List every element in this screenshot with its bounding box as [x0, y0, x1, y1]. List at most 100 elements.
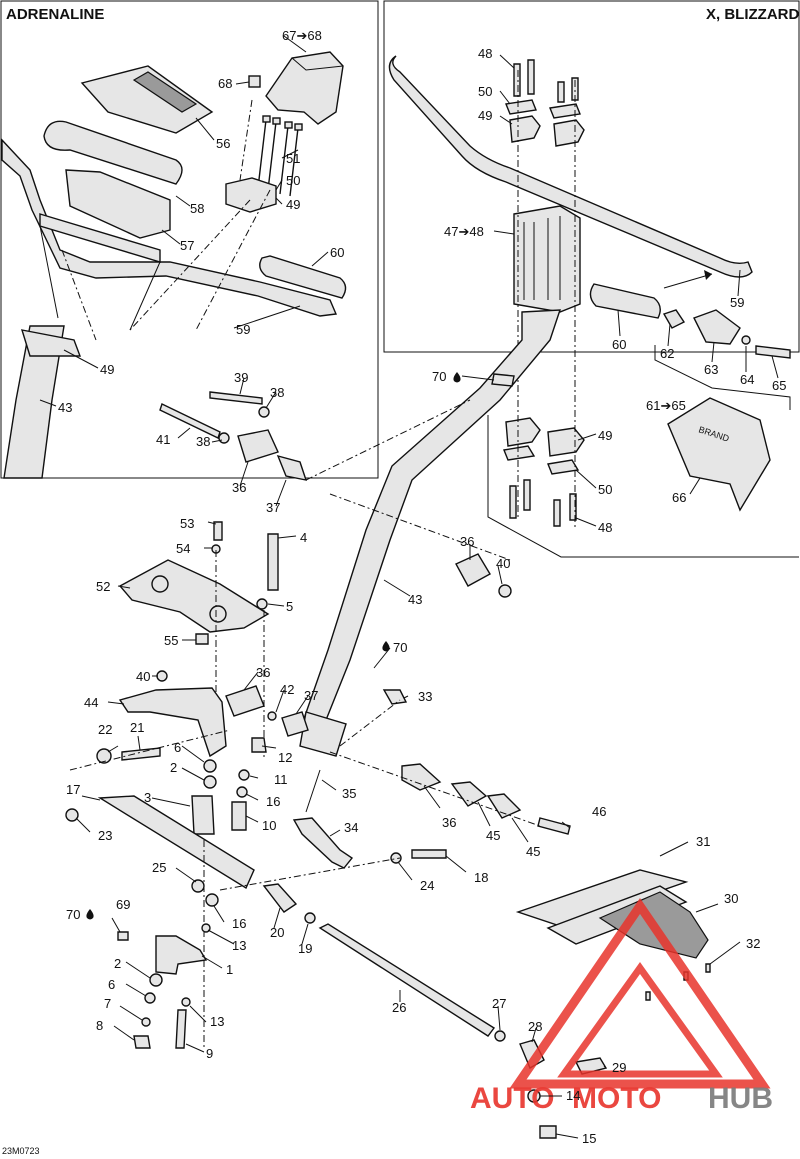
callout-67-68: 67➔68 [282, 28, 322, 43]
callout-36-c: 36 [256, 665, 270, 680]
callout-8: 8 [96, 1018, 103, 1033]
callout-21: 21 [130, 720, 144, 735]
figure-code: 23M0723 [2, 1146, 40, 1156]
callout-60-right: 60 [612, 337, 626, 352]
bolt-39 [209, 391, 263, 405]
column-collar-70 [491, 373, 515, 387]
bushing-2b [149, 973, 163, 987]
callout-48-top: 48 [478, 46, 492, 61]
bolt-21 [121, 747, 161, 761]
callout-9: 9 [206, 1046, 213, 1061]
callout-70-low: 70 [66, 907, 80, 922]
assembly-line-m8 [329, 751, 541, 827]
bracket-44 [118, 687, 227, 758]
washer-38b [218, 432, 230, 444]
spindle-1 [155, 935, 208, 975]
callout-51: 51 [286, 151, 300, 166]
pad-56-slot [132, 71, 198, 113]
assembly-line-m9 [219, 857, 401, 891]
handlebar-frame-down [39, 225, 161, 331]
washer-11 [238, 769, 250, 781]
plug-69 [117, 931, 129, 941]
callout-19: 19 [298, 941, 312, 956]
clamp-49-low-b [547, 427, 585, 457]
callout-45-b: 45 [526, 844, 540, 859]
link-45a [450, 781, 488, 807]
pad-56 [80, 65, 214, 134]
bolt-53 [213, 521, 223, 541]
watermark-text-auto: AUTO [470, 1082, 554, 1115]
washer-24 [390, 852, 402, 864]
callout-1: 1 [226, 962, 233, 977]
callout-3: 3 [144, 790, 151, 805]
oil-drop-icon-mid [382, 641, 390, 652]
assembly-line-m2 [329, 493, 511, 561]
bracket-52 [118, 559, 270, 633]
callout-53: 53 [180, 516, 194, 531]
nut-23 [65, 808, 79, 822]
callout-28: 28 [528, 1019, 542, 1034]
tierod-26 [318, 923, 496, 1037]
callout-23: 23 [98, 828, 112, 843]
callout-7: 7 [104, 996, 111, 1011]
assembly-line-l4 [61, 249, 97, 341]
bolt-9 [175, 1009, 187, 1049]
callout-16-b: 16 [232, 916, 246, 931]
cap-15 [539, 1125, 557, 1139]
riser-47-inner [523, 216, 561, 300]
callout-labels: 67➔68 68 56 51 50 49 58 57 60 59 49 43 4… [58, 28, 786, 1146]
bolt-46 [537, 817, 571, 835]
clip-32c [645, 991, 651, 1001]
handlebar-59-left [1, 138, 338, 317]
washer-7 [141, 1017, 151, 1027]
clamp-49-top-b [553, 119, 585, 147]
bar-pad-58 [43, 120, 183, 185]
callout-40-a: 40 [496, 556, 510, 571]
washer-38a [258, 406, 270, 418]
washer-16a [236, 786, 248, 798]
bushing-12 [251, 737, 267, 753]
clip-68 [248, 75, 261, 88]
callout-64: 64 [740, 372, 754, 387]
callout-43-left: 43 [58, 400, 72, 415]
washer-64 [741, 335, 751, 345]
washer-22 [96, 748, 112, 764]
steering-column-43 [299, 309, 561, 731]
callout-44: 44 [84, 695, 98, 710]
plug-62 [662, 309, 686, 329]
link-36d [401, 763, 442, 791]
bolt-4 [267, 533, 279, 591]
bolt-48-low-c [553, 499, 561, 527]
leader-lines [39, 35, 779, 1139]
callout-22: 22 [98, 722, 112, 737]
callout-70-low-group: 70 [66, 907, 94, 922]
callout-39: 39 [234, 370, 248, 385]
washer-6a [203, 759, 217, 773]
callout-65: 65 [772, 378, 786, 393]
callout-37-b: 37 [304, 688, 318, 703]
callout-68: 68 [218, 76, 232, 91]
callout-70-mid-group: 70 [382, 640, 407, 655]
callout-40-b: 40 [136, 669, 150, 684]
riser-49-left [20, 329, 82, 357]
right-panel-title: X, BLIZZARD [706, 6, 799, 23]
clamp-49-top-a [509, 115, 541, 143]
bushing-36b [455, 553, 491, 587]
callout-30: 30 [724, 891, 738, 906]
ball-42 [267, 711, 277, 721]
watermark-text-moto: MOTO [572, 1082, 661, 1115]
callout-15: 15 [582, 1131, 596, 1146]
bolt-48-d [571, 77, 579, 101]
sleeve-37a [276, 454, 308, 481]
clamp-49-low-a [505, 417, 541, 447]
callout-49-top: 49 [478, 108, 492, 123]
bolts-51 [257, 115, 303, 197]
callout-32: 32 [746, 936, 760, 951]
callout-36-d: 36 [442, 815, 456, 830]
callout-62: 62 [660, 346, 674, 361]
pin-35 [305, 769, 321, 813]
nut-27 [494, 1030, 506, 1042]
callout-38-a: 38 [270, 385, 284, 400]
nut-19 [304, 912, 316, 924]
